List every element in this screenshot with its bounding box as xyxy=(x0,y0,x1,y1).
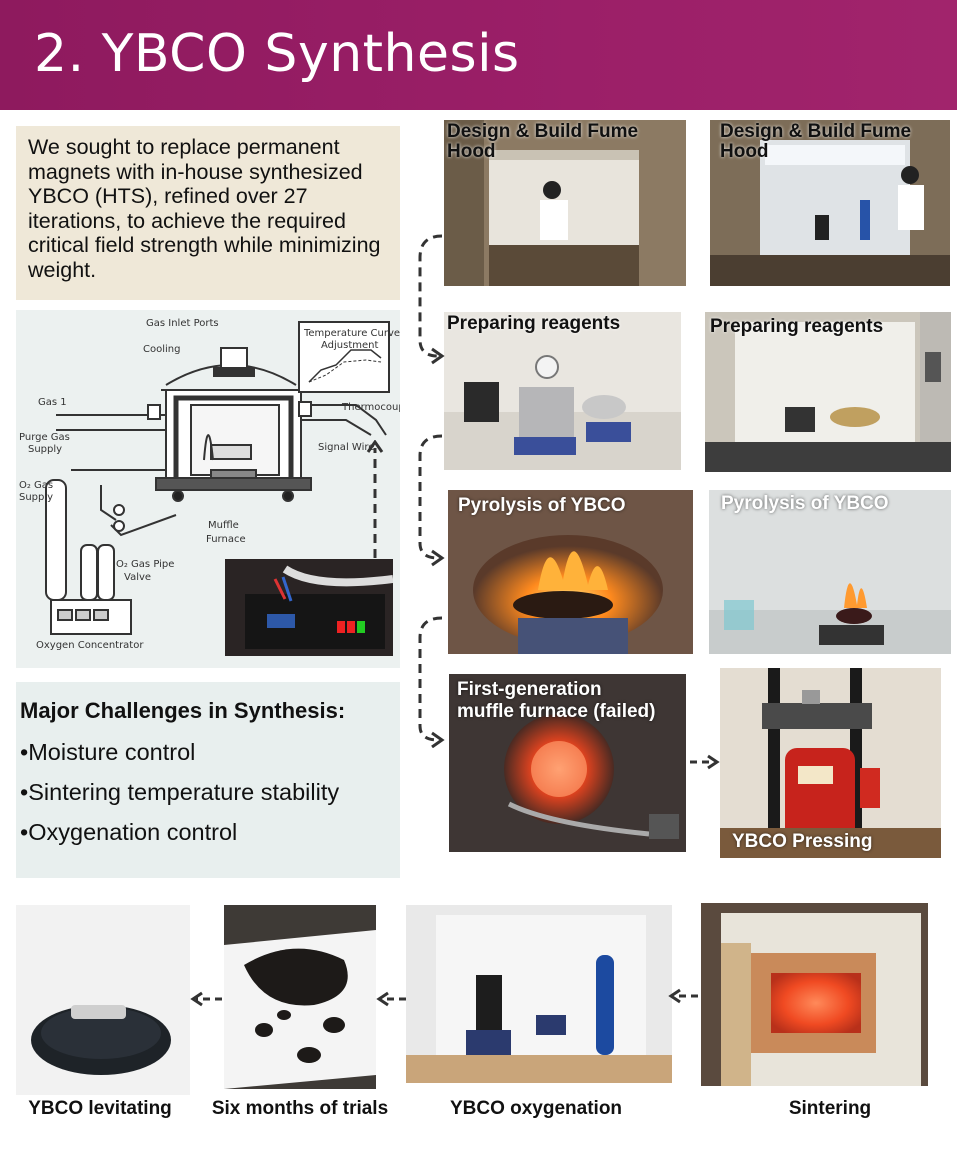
photo-ybco-levitating xyxy=(16,905,190,1095)
challenges-title: Major Challenges in Synthesis: xyxy=(20,698,346,723)
challenges-box: Major Challenges in Synthesis: •Moisture… xyxy=(16,682,400,878)
arrow-trials-to-levitating xyxy=(190,991,222,1007)
label-thermocouple: Thermocoup xyxy=(341,402,400,413)
caption-levitating: YBCO levitating xyxy=(28,1098,172,1119)
furnace-diagram-drawing: Gas Inlet Ports Cooling Temperature Curv… xyxy=(19,318,405,651)
label-pyrolysis-2: Pyrolysis of YBCO xyxy=(721,493,889,514)
connector-reagents-to-pyrolysis xyxy=(418,434,443,560)
photo-reagents-2: Preparing reagents xyxy=(705,312,951,472)
photo-ybco-oxygenation xyxy=(406,905,672,1083)
photo-six-months-trials xyxy=(224,905,376,1089)
label-pressing: YBCO Pressing xyxy=(732,831,873,852)
challenge-item: •Oxygenation control xyxy=(20,819,238,845)
challenge-item: •Sintering temperature stability xyxy=(20,779,340,805)
photo-fume-hood-2: Design & Build Fume Hood xyxy=(710,120,950,286)
label-purge-gas-1: Purge Gas xyxy=(19,432,70,443)
challenge-item: •Moisture control xyxy=(20,739,196,765)
caption-trials: Six months of trials xyxy=(211,1098,389,1119)
label-gas-inlet-ports: Gas Inlet Ports xyxy=(146,318,219,329)
label-temperature-curve-1: Temperature Curve xyxy=(303,328,400,339)
photo-ybco-pressing: YBCO Pressing xyxy=(720,668,941,858)
label-fume-hood-2: Design & Build Fume Hood xyxy=(720,121,912,162)
label-cooling: Cooling xyxy=(143,344,180,355)
photo-fume-hood-1: Design & Build Fume Hood xyxy=(444,120,686,286)
label-temperature-curve-2: Adjustment xyxy=(321,340,378,351)
label-furnace-1: First-generation xyxy=(457,679,602,700)
label-muffle-2: Furnace xyxy=(206,534,246,545)
photo-reagents-1: Preparing reagents xyxy=(444,312,681,470)
caption-sintering: Sintering xyxy=(788,1098,872,1119)
intro-text: We sought to replace permanent magnets w… xyxy=(28,135,381,282)
label-signal-wire: Signal Wire xyxy=(318,442,374,453)
connector-fumehood-to-reagents xyxy=(418,234,443,358)
label-o2-gas-2: Supply xyxy=(19,492,53,503)
caption-oxygenation: YBCO oxygenation xyxy=(449,1098,623,1119)
header-banner xyxy=(0,0,957,110)
label-purge-gas-2: Supply xyxy=(28,444,62,455)
intro-box: We sought to replace permanent magnets w… xyxy=(16,126,400,300)
furnace-diagram: Gas Inlet Ports Cooling Temperature Curv… xyxy=(16,310,405,668)
photo-pyrolysis-2: Pyrolysis of YBCO xyxy=(709,490,951,654)
arrow-up-controller xyxy=(366,440,384,558)
arrow-sintering-to-oxygenation xyxy=(668,988,698,1004)
label-o2-pipe-2: Valve xyxy=(124,572,151,583)
arrow-oxygenation-to-trials xyxy=(376,991,406,1007)
connector-pyrolysis-to-furnace xyxy=(418,616,443,742)
photo-first-gen-furnace: First-generation muffle furnace (failed) xyxy=(449,674,686,852)
label-o2-gas-1: O₂ Gas xyxy=(19,480,53,491)
page-title: 2. YBCO Synthesis xyxy=(34,24,520,84)
controller-photo xyxy=(225,559,393,656)
label-gas1: Gas 1 xyxy=(38,397,67,408)
arrow-furnace-to-pressing xyxy=(690,754,720,770)
label-oxygen-concentrator: Oxygen Concentrator xyxy=(36,640,144,651)
label-fume-hood-1: Design & Build Fume Hood xyxy=(447,121,639,162)
photo-pyrolysis-1: Pyrolysis of YBCO xyxy=(448,490,693,654)
label-o2-pipe-1: O₂ Gas Pipe xyxy=(116,559,174,570)
label-furnace-2: muffle furnace (failed) xyxy=(457,701,656,722)
label-reagents-1: Preparing reagents xyxy=(447,313,621,334)
label-pyrolysis-1: Pyrolysis of YBCO xyxy=(458,495,626,516)
photo-sintering xyxy=(701,903,928,1086)
label-muffle-1: Muffle xyxy=(208,520,239,531)
flow-connectors xyxy=(418,234,445,748)
label-reagents-2: Preparing reagents xyxy=(710,316,884,337)
